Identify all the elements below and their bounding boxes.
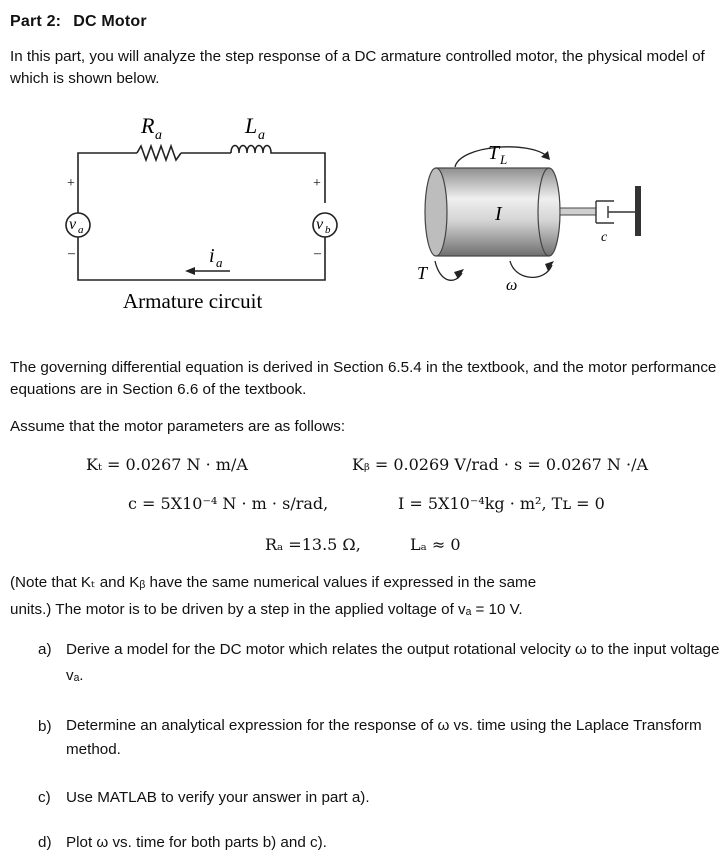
svg-text:+: + <box>67 176 75 191</box>
item-label: a) <box>38 641 52 658</box>
svg-text:–: – <box>313 246 322 261</box>
label-ia: i <box>209 245 215 267</box>
label-La: L <box>244 113 257 138</box>
label-inertia: I <box>494 203 503 225</box>
svg-text:+: + <box>313 176 321 191</box>
svg-text:a: a <box>155 128 162 143</box>
label-omega: ω <box>506 277 517 294</box>
part-label: Part 2: <box>10 13 62 30</box>
svg-text:b: b <box>325 224 331 236</box>
equation-ra: Rₐ =13.5 Ω, <box>265 535 361 554</box>
circuit-caption: Armature circuit <box>123 289 263 313</box>
label-TL: T <box>488 142 501 164</box>
section-heading: Part 2: DC Motor <box>10 13 147 31</box>
equation-kt: Kₜ = 0.0267 N · m/A <box>86 455 248 474</box>
label-Ra: R <box>140 113 155 138</box>
item-label: b) <box>38 718 52 735</box>
item-label: c) <box>38 789 51 806</box>
source-vb <box>312 212 338 238</box>
note-line-1: (Note that Kₜ and Kᵦ have the same numer… <box>10 574 537 591</box>
resistor-symbol <box>136 143 182 163</box>
assume-line: Assume that the motor parameters are as … <box>10 418 346 435</box>
list-item: c) Use MATLAB to verify your answer in p… <box>38 785 718 811</box>
cylinder-face <box>424 167 448 257</box>
label-vb: v <box>316 216 324 233</box>
svg-text:–: – <box>67 246 76 261</box>
label-va: v <box>69 216 77 233</box>
svg-text:a: a <box>216 255 223 270</box>
item-text: Plot ω vs. time for both parts b) and c)… <box>66 834 327 851</box>
list-item: d) Plot ω vs. time for both parts b) and… <box>38 830 718 856</box>
part-title: DC Motor <box>73 13 147 30</box>
intro-paragraph: In this part, you will analyze the step … <box>10 48 705 87</box>
item-text: Derive a model for the DC motor which re… <box>66 641 720 684</box>
label-torque: T <box>417 263 429 283</box>
item-label: d) <box>38 834 52 851</box>
equation-c: c = 5X10⁻⁴ N · m · s/rad, <box>128 494 329 513</box>
note-line-2: units.) The motor is to be driven by a s… <box>10 601 523 618</box>
item-text: Determine an analytical expression for t… <box>66 717 702 758</box>
damper-symbol <box>595 200 635 224</box>
equation-la: Lₐ ≈ 0 <box>410 535 461 554</box>
motor-inertia-diagram: T L I c T ω <box>417 142 641 294</box>
governing-paragraph: The governing differential equation is d… <box>10 359 717 398</box>
equation-inertia: I = 5X10⁻⁴kg · m², Tʟ = 0 <box>398 494 605 513</box>
source-va <box>65 212 91 238</box>
inductor-symbol <box>230 144 273 154</box>
current-arrow <box>185 267 195 275</box>
svg-text:a: a <box>258 128 265 143</box>
equation-kb: Kᵦ = 0.0269 V/rad · s = 0.0267 N ·/A <box>352 455 649 474</box>
svg-text:a: a <box>78 224 84 236</box>
list-item: b) Determine an analytical expression fo… <box>38 714 718 766</box>
list-item: a) Derive a model for the DC motor which… <box>38 637 720 693</box>
wall <box>635 186 641 236</box>
label-damper: c <box>601 230 608 245</box>
armature-circuit-diagram: R a L a + – + – v a v b i a Armature cir… <box>65 113 338 313</box>
item-text: Use MATLAB to verify your answer in part… <box>66 789 370 806</box>
svg-text:L: L <box>499 152 507 167</box>
